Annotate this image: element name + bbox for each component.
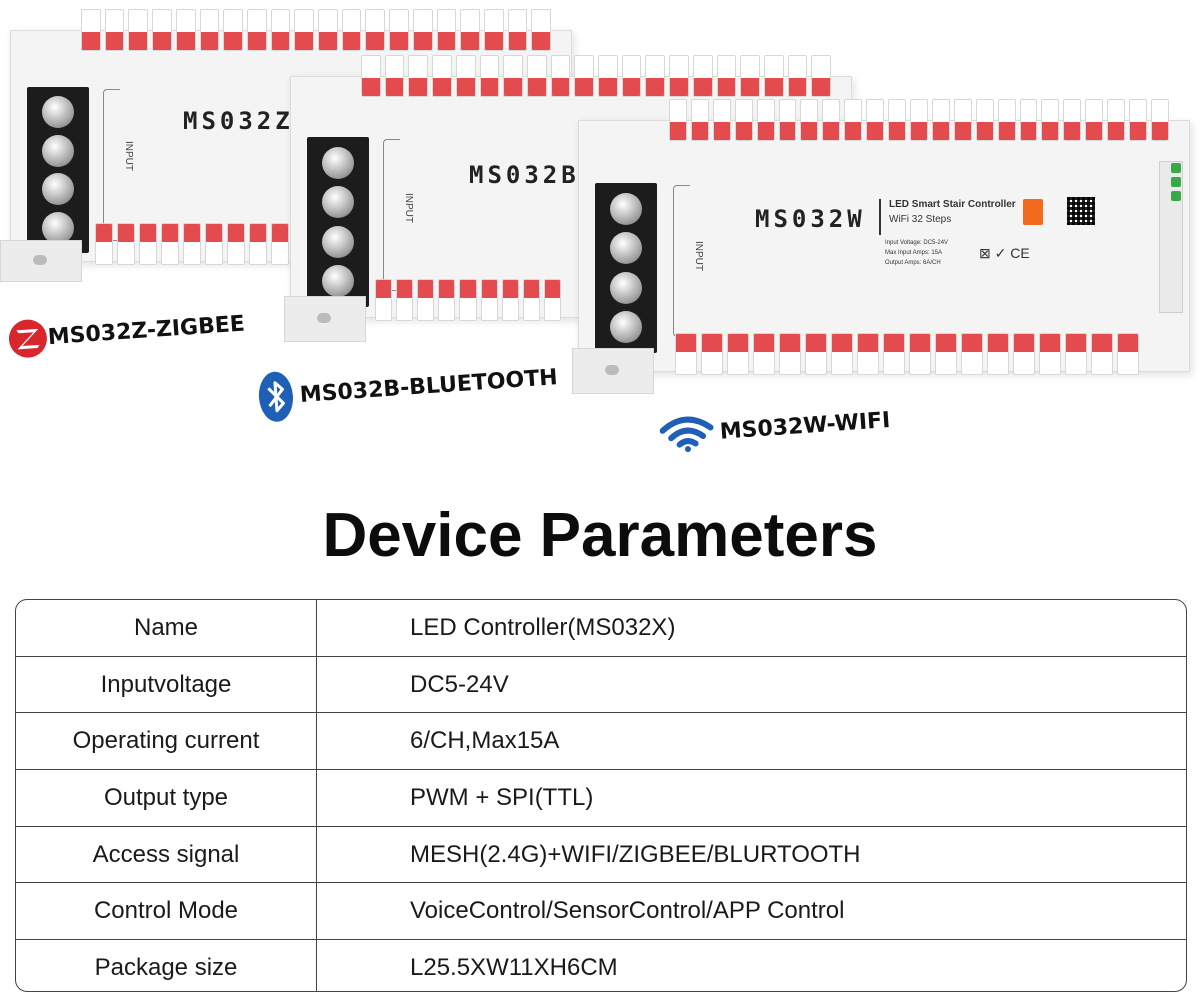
input-label: INPUT [403,193,414,223]
badge-label: MS032Z-ZIGBEE [47,310,246,350]
input-terminal [27,87,89,253]
param-value: MESH(2.4G)+WIFI/ZIGBEE/BLURTOOTH [410,840,861,868]
param-value: 6/CH,Max15A [410,727,560,755]
table-row: Output type PWM + SPI(TTL) [16,770,1186,827]
page-title: Device Parameters [322,501,878,570]
param-label: Inputvoltage [16,656,317,713]
input-terminal [307,137,369,307]
param-label: Output type [16,770,317,826]
param-label: Package size [16,940,317,991]
model-name: MS032W [755,205,866,233]
param-label: Control Mode [16,883,317,940]
ce-mark-icon: ⊠ ✓ CE [979,245,1030,261]
parameters-table: Name LED Controller(MS032X) Inputvoltage… [15,599,1187,992]
table-row: Package size L25.5XW11XH6CM [16,940,1186,991]
param-value: LED Controller(MS032X) [410,613,676,641]
badge-label: MS032B-BLUETOOTH [299,364,559,408]
device-wifi: INPUT MS032W LED Smart Stair Controller … [578,99,1190,375]
input-label: INPUT [693,241,704,271]
badge-zigbee: MS032Z-ZIGBEE [7,303,247,359]
badge-wifi: MS032W-WIFI [659,402,892,454]
table-row: Access signal MESH(2.4G)+WIFI/ZIGBEE/BLU… [16,826,1186,884]
bottom-connectors [95,223,311,265]
panel-subtitle: WiFi 32 Steps [889,214,952,225]
param-value: PWM + SPI(TTL) [410,783,594,811]
model-name: MS032Z [183,107,294,135]
table-row: Operating current 6/CH,Max15A [16,713,1186,771]
spec-line: Output Amps: 6A/CH [885,260,941,266]
badge-bluetooth: MS032B-BLUETOOTH [256,351,559,424]
qr-code [1067,197,1095,225]
zigbee-icon [7,317,50,360]
spec-line: Max Input Amps: 15A [885,250,943,256]
model-name: MS032B [469,161,580,189]
tuya-logo [1023,199,1043,225]
panel-title: LED Smart Stair Controller [889,199,1016,210]
param-value: DC5-24V [410,670,509,698]
param-value: VoiceControl/SensorControl/APP Control [410,897,845,925]
input-label: INPUT [123,141,134,171]
wifi-icon [659,414,715,454]
top-connectors [81,9,552,51]
param-label: Operating current [16,713,317,770]
param-label: Name [16,600,317,656]
product-image: INPUT MS032Z INPUT MS032B [0,0,1200,470]
param-label: Access signal [16,826,317,883]
table-row: Inputvoltage DC5-24V [16,656,1186,714]
param-value: L25.5XW11XH6CM [410,954,618,982]
bluetooth-icon [256,370,296,424]
input-terminal [595,183,657,353]
table-row: Control Mode VoiceControl/SensorControl/… [16,883,1186,941]
badge-label: MS032W-WIFI [718,407,892,445]
spec-line: Input Voltage: DC5-24V [885,240,949,246]
table-row: Name LED Controller(MS032X) [16,600,1186,657]
